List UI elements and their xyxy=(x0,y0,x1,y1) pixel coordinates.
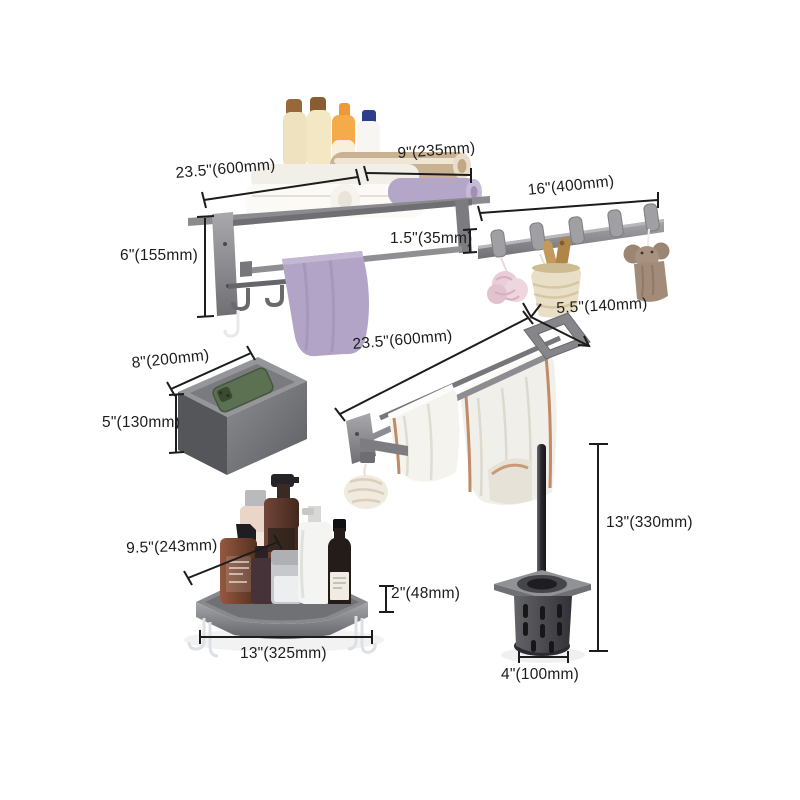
dim-label-corner-height: 2"(48mm) xyxy=(391,585,461,602)
holder-slots xyxy=(523,604,562,653)
corner-shelf-illustration xyxy=(184,474,384,658)
hook-rail-illustration xyxy=(478,203,670,318)
elephant-towel xyxy=(623,228,670,302)
dim-label-corner-depth: 9.5"(243mm) xyxy=(125,536,218,557)
dim-label-rail-height: 1.5"(35mm) xyxy=(390,230,473,247)
towel-on-front-bar xyxy=(388,384,460,482)
dim-label-box-height: 5"(130mm) xyxy=(102,414,180,431)
rail-hooks xyxy=(490,203,660,258)
hanging-basket xyxy=(531,237,581,318)
toilet-brush-illustration xyxy=(494,444,591,663)
dim-lines-toilet-brush xyxy=(518,443,608,663)
dim-lines-corner-shelf xyxy=(183,534,394,644)
dim-lines-hook-rail xyxy=(462,192,659,254)
pink-loofah xyxy=(487,257,528,304)
hanging-purple-towel xyxy=(282,251,369,357)
towel-rack-shelf-illustration xyxy=(188,97,490,357)
dim-label-rack-height: 6"(155mm) xyxy=(120,247,198,264)
dim-lines-towel-bar xyxy=(334,302,591,422)
dim-label-corner-width: 13"(325mm) xyxy=(240,645,327,662)
dim-lines-tissue-box xyxy=(166,345,256,454)
tissue-box-illustration xyxy=(178,357,307,475)
dim-label-brush-width: 4"(100mm) xyxy=(501,666,579,683)
double-towel-bar-illustration xyxy=(344,312,591,509)
dim-label-brush-height: 13"(330mm) xyxy=(606,514,693,531)
shell-loofah xyxy=(344,463,388,509)
green-phone xyxy=(212,367,274,413)
corner-shelf-bottles xyxy=(220,474,351,604)
dim-lines-towel-rack xyxy=(196,165,472,318)
